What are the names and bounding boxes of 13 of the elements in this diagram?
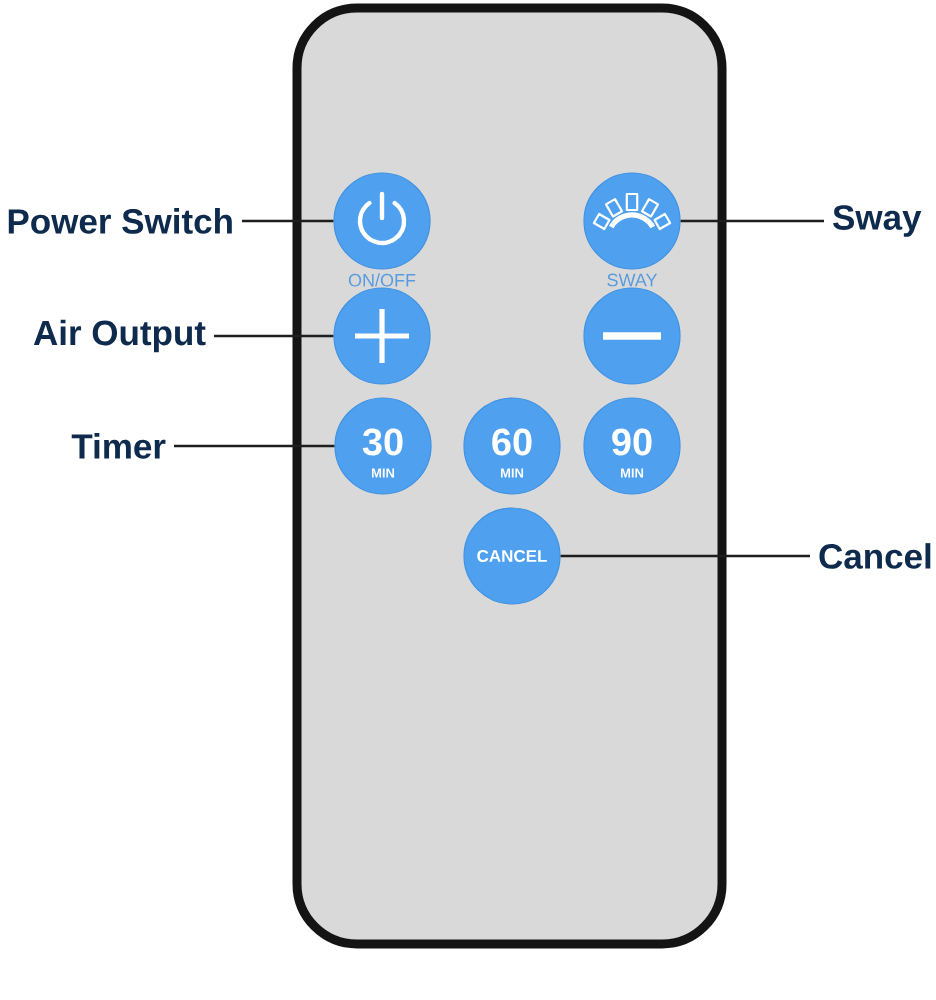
button-caption: ON/OFF: [348, 273, 416, 287]
button-caption: SWAY: [607, 273, 658, 287]
round-button: CANCEL: [463, 507, 561, 605]
callout-label: Timer: [71, 433, 166, 459]
leader-line: [214, 334, 334, 338]
leader-line: [174, 444, 335, 448]
callout-label: Sway: [833, 205, 922, 237]
callout-label: Cancel: [819, 543, 931, 569]
callout-label: Air Output: [33, 319, 206, 353]
leader-line: [242, 219, 334, 223]
leader-line: [680, 219, 824, 223]
callout-label: Power Switch: [8, 208, 232, 234]
leader-line: [560, 554, 810, 558]
